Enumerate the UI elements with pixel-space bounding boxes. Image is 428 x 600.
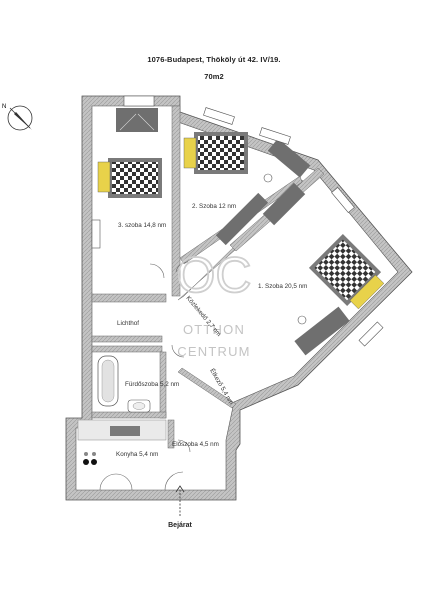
wardrobe-room3 xyxy=(116,108,158,132)
address-title: 1076-Budapest, Thököly út 42. IV/19. xyxy=(147,55,281,64)
kitchen-label: Konyha 5,4 nm xyxy=(116,451,158,458)
area-title: 70m2 xyxy=(204,72,224,81)
bathtub-icon xyxy=(97,355,119,407)
lightwell-label: Lichthof xyxy=(117,320,139,327)
bed-room3 xyxy=(97,158,162,198)
room1-label: 1. Szoba 20,5 nm xyxy=(258,283,307,290)
wardrobe-room2 xyxy=(262,182,306,226)
windows xyxy=(91,95,384,347)
watermark-logo: OC xyxy=(176,246,253,304)
bathroom-label: Fürdőszoba 5,2 nm xyxy=(125,381,179,388)
sink-icon xyxy=(127,399,151,413)
watermark-line1: OTTHON xyxy=(183,322,245,337)
desk-room1 xyxy=(294,306,350,356)
room2-label: 2. Szoba 12 nm xyxy=(192,203,236,210)
entrance-label: Bejárat xyxy=(168,522,192,529)
room3-label: 3. szoba 14,8 nm xyxy=(118,222,166,229)
kitchen-counter xyxy=(77,419,167,465)
svg-text:N: N xyxy=(2,104,6,110)
hall-label: Előszoba 4,5 nm xyxy=(172,441,219,448)
desk-room2 xyxy=(263,138,311,183)
bed-room1 xyxy=(308,233,385,310)
watermark-mark: OC xyxy=(177,247,252,303)
bed-room2 xyxy=(183,132,248,174)
compass-icon: N xyxy=(2,104,33,131)
doors xyxy=(99,261,191,491)
watermark-line2: CENTRUM xyxy=(177,344,250,359)
shelf-room1 xyxy=(215,192,269,246)
entrance-arrow-icon xyxy=(175,485,185,516)
